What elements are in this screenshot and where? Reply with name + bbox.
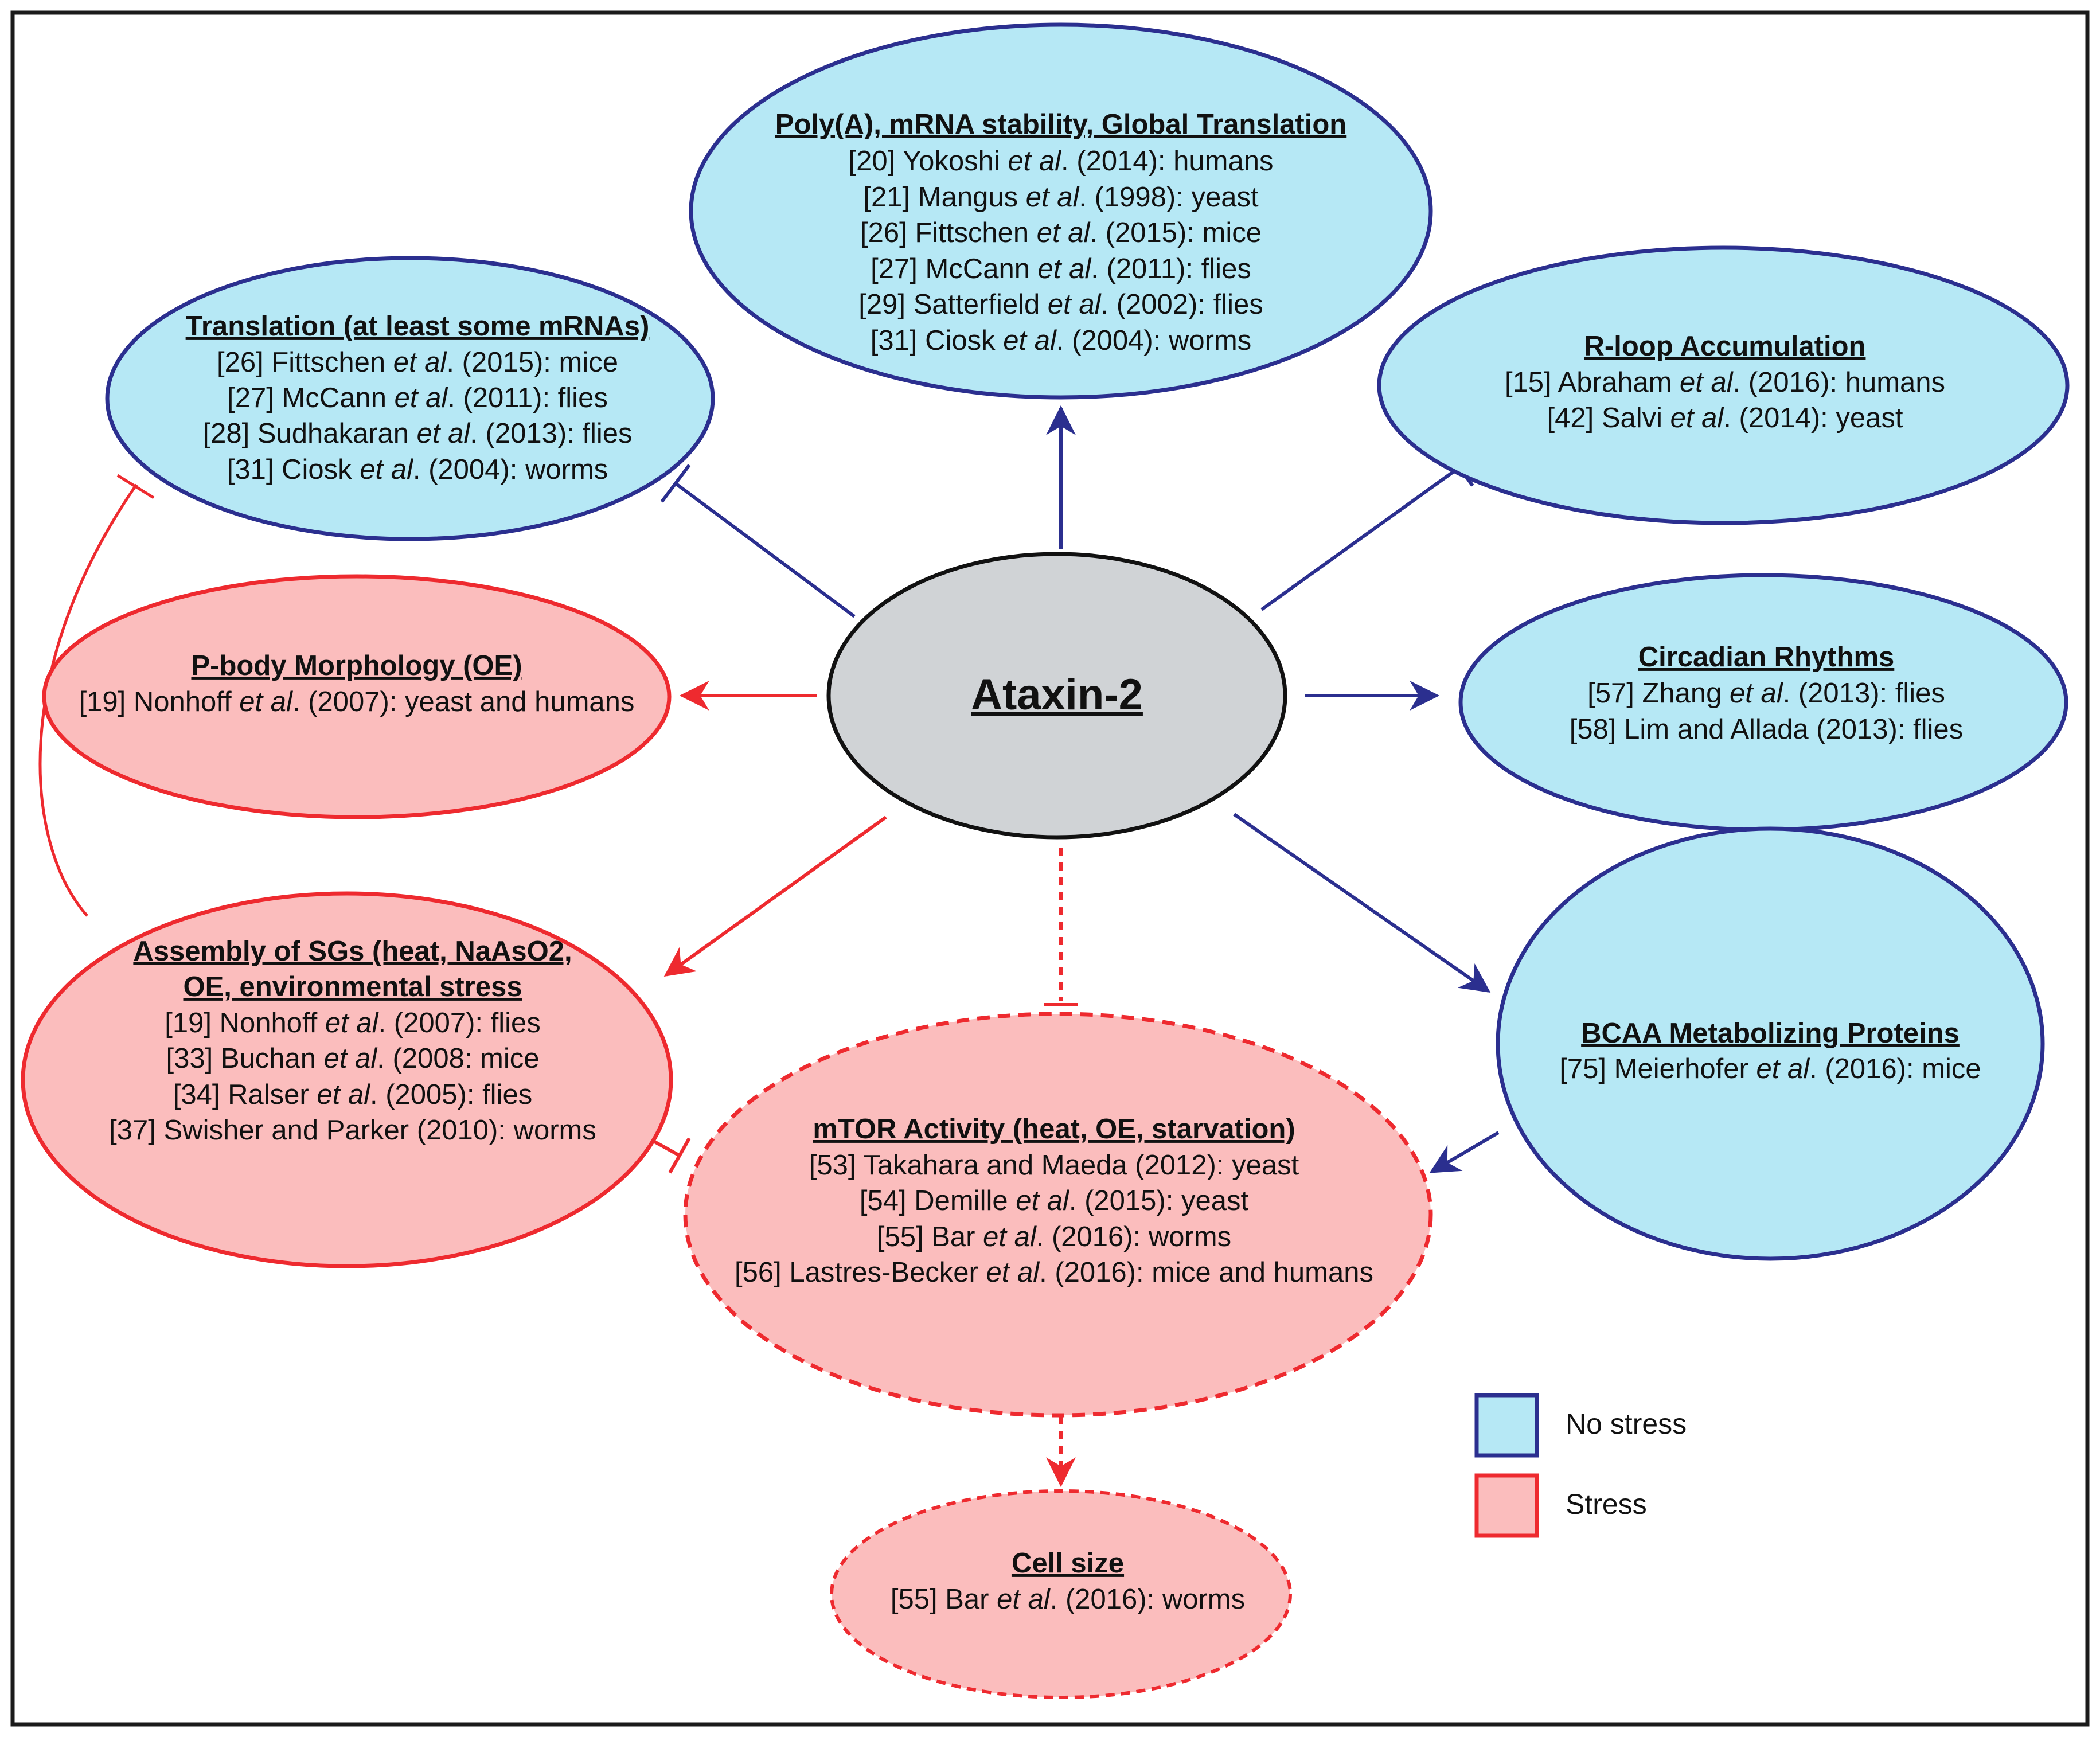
- node-rloop-ref-2: [42] Salvi et al. (2014): yeast: [1547, 403, 1903, 434]
- inhibit-mtor-from-sgs-bar: [668, 1137, 691, 1174]
- node-mtor-ref-1: [53] Takahara and Maeda (2012): yeast: [809, 1150, 1299, 1181]
- node-mtor-ref-2: [54] Demille et al. (2015): yeast: [860, 1185, 1249, 1216]
- legend-stress-swatch: [1474, 1473, 1539, 1538]
- node-ataxin2-label: Ataxin-2: [971, 670, 1143, 719]
- legend: No stress Stress: [1474, 1393, 1687, 1538]
- inhibit-translation-from-sgs-bar: [116, 474, 155, 499]
- node-sgs-title-2: OE, environmental stress: [184, 971, 522, 1002]
- node-mtor-ref-4: [56] Lastres-Becker et al. (2016): mice …: [735, 1257, 1373, 1288]
- node-sgs: Assembly of SGs (heat, NaAsO2, OE, envir…: [21, 891, 673, 1268]
- node-polya-ref-6: [31] Ciosk et al. (2004): worms: [871, 325, 1251, 356]
- figure-frame: [10, 10, 2090, 1727]
- node-circadian-title: Circadian Rhythms: [1638, 642, 1895, 673]
- node-bcaa-shape: [1496, 826, 2045, 1261]
- node-bcaa-ref-1: [75] Meierhofer et al. (2016): mice: [1559, 1053, 1981, 1084]
- node-mtor-ref-3: [55] Bar et al. (2016): worms: [877, 1221, 1231, 1252]
- legend-no-stress-label: No stress: [1566, 1408, 1687, 1440]
- node-translation: Translation (at least some mRNAs) [26] F…: [105, 256, 715, 541]
- node-circadian-ref-2: [58] Lim and Allada (2013): flies: [1570, 714, 1963, 745]
- node-pbody-title: P-body Morphology (OE): [191, 650, 522, 681]
- node-polya-shape: [689, 22, 1433, 400]
- node-rloop-ref-1: [15] Abraham et al. (2016): humans: [1505, 367, 1945, 398]
- node-translation-ref-4: [31] Ciosk et al. (2004): worms: [227, 454, 608, 485]
- connectors: [38, 405, 1500, 1488]
- node-cellsize: Cell size [55] Bar et al. (2016): worms: [830, 1489, 1292, 1699]
- inhibit-rloop: [1260, 466, 1461, 611]
- node-cellsize-shape: [830, 1489, 1292, 1699]
- node-polya-title: Poly(A), mRNA stability, Global Translat…: [775, 109, 1346, 140]
- arrow-to-bcaa: [1233, 813, 1491, 993]
- node-translation-ref-1: [26] Fittschen et al. (2015): mice: [217, 347, 618, 378]
- node-cellsize-ref-1: [55] Bar et al. (2016): worms: [891, 1584, 1245, 1615]
- node-circadian: Circadian Rhythms [57] Zhang et al. (201…: [1458, 573, 2068, 832]
- node-mtor-title: mTOR Activity (heat, OE, starvation): [813, 1114, 1295, 1145]
- node-polya: Poly(A), mRNA stability, Global Translat…: [689, 22, 1433, 400]
- node-mtor-shape: [683, 1012, 1433, 1418]
- node-rloop-title: R-loop Accumulation: [1584, 331, 1866, 362]
- inhibit-translation: [674, 482, 856, 618]
- node-sgs-ref-4: [37] Swisher and Parker (2010): worms: [109, 1115, 596, 1146]
- node-sgs-title: Assembly of SGs (heat, NaAsO2,: [133, 936, 572, 967]
- node-bcaa: BCAA Metabolizing Proteins [75] Meierhof…: [1496, 826, 2045, 1261]
- legend-no-stress-swatch: [1474, 1393, 1539, 1458]
- node-pbody-ref-1: [19] Nonhoff et al. (2007): yeast and hu…: [79, 686, 635, 717]
- node-pbody-shape: [42, 574, 672, 819]
- node-polya-ref-3: [26] Fittschen et al. (2015): mice: [860, 217, 1262, 248]
- node-sgs-ref-2: [33] Buchan et al. (2008: mice: [166, 1043, 539, 1074]
- node-polya-ref-1: [20] Yokoshi et al. (2014): humans: [849, 146, 1274, 177]
- node-rloop-shape: [1377, 245, 2070, 525]
- node-sgs-shape: [21, 891, 673, 1268]
- node-sgs-ref-3: [34] Ralser et al. (2005): flies: [173, 1079, 532, 1110]
- node-polya-ref-4: [27] McCann et al. (2011): flies: [871, 253, 1251, 284]
- node-polya-ref-2: [21] Mangus et al. (1998): yeast: [863, 182, 1259, 213]
- legend-stress-label: Stress: [1566, 1488, 1647, 1520]
- node-sgs-ref-1: [19] Nonhoff et al. (2007): flies: [165, 1008, 541, 1039]
- node-mtor: mTOR Activity (heat, OE, starvation) [53…: [683, 1012, 1433, 1418]
- node-ataxin2: Ataxin-2: [826, 552, 1287, 840]
- arrow-bcaa-to-mtor: [1429, 1131, 1500, 1173]
- node-translation-ref-3: [28] Sudhakaran et al. (2013): flies: [202, 418, 632, 449]
- inhibit-translation-bar: [660, 464, 691, 503]
- node-rloop: R-loop Accumulation [15] Abraham et al. …: [1377, 245, 2070, 525]
- inhibit-translation-from-sgs: [38, 483, 138, 917]
- node-translation-title: Translation (at least some mRNAs): [186, 311, 650, 342]
- node-polya-ref-5: [29] Satterfield et al. (2002): flies: [858, 289, 1263, 320]
- node-circadian-ref-1: [57] Zhang et al. (2013): flies: [1587, 678, 1945, 709]
- arrow-to-sgs: [663, 815, 887, 977]
- node-cellsize-title: Cell size: [1012, 1548, 1124, 1579]
- node-bcaa-title: BCAA Metabolizing Proteins: [1581, 1018, 1960, 1049]
- node-ataxin2-shape: [826, 552, 1287, 840]
- node-translation-shape: [105, 256, 715, 541]
- node-translation-ref-2: [27] McCann et al. (2011): flies: [227, 382, 608, 413]
- node-pbody: P-body Morphology (OE) [19] Nonhoff et a…: [42, 574, 672, 819]
